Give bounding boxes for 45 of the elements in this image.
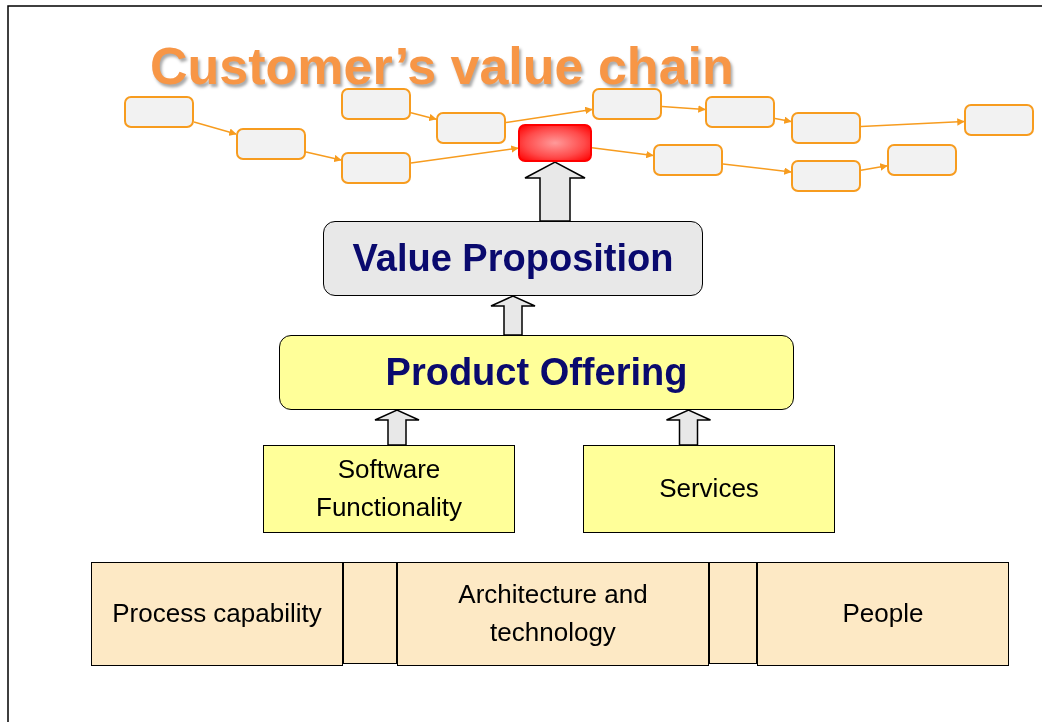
- arrow: [305, 151, 342, 163]
- arrow: [505, 106, 593, 124]
- block-arrow: [490, 295, 536, 336]
- step-box: [653, 144, 723, 176]
- box-label: Process capability: [112, 597, 322, 631]
- link-box: [343, 562, 397, 664]
- arrow: [193, 121, 237, 136]
- block-arrow: [524, 161, 586, 222]
- box-label: Services: [659, 472, 759, 506]
- arrow: [860, 163, 888, 171]
- title: Customer’s value chain: [150, 36, 734, 96]
- arrow: [774, 116, 792, 124]
- component-box: [583, 445, 835, 533]
- step-box: [791, 160, 861, 192]
- box-label: Architecture and technology: [457, 578, 649, 649]
- arrow: [410, 112, 437, 122]
- step-box: [592, 88, 662, 120]
- arrow: [661, 105, 706, 113]
- box-label: Value Proposition: [352, 235, 674, 281]
- foundation-box: [91, 562, 343, 666]
- component-box: [263, 445, 515, 533]
- step-box: [791, 112, 861, 144]
- step-box: [705, 96, 775, 128]
- step-box: [341, 88, 411, 120]
- arrow: [722, 163, 792, 175]
- step-box: [887, 144, 957, 176]
- step-box: [341, 152, 411, 184]
- arrow: [591, 147, 654, 159]
- arrow: [410, 145, 519, 164]
- box-label: Software Functionality: [315, 453, 463, 524]
- link-box: [709, 562, 757, 664]
- step-box: [236, 128, 306, 160]
- step-box: [124, 96, 194, 128]
- value-proposition-box: [323, 221, 703, 296]
- step-box: [964, 104, 1034, 136]
- block-arrow: [665, 409, 712, 446]
- box-label: Product Offering: [385, 349, 688, 395]
- box-label: People: [842, 597, 924, 631]
- foundation-box: [757, 562, 1009, 666]
- block-arrow: [374, 409, 420, 446]
- foundation-box: [397, 562, 709, 666]
- highlighted-step-box: [518, 124, 592, 162]
- step-box: [436, 112, 506, 144]
- arrow: [860, 118, 965, 128]
- product-offering-box: [279, 335, 794, 410]
